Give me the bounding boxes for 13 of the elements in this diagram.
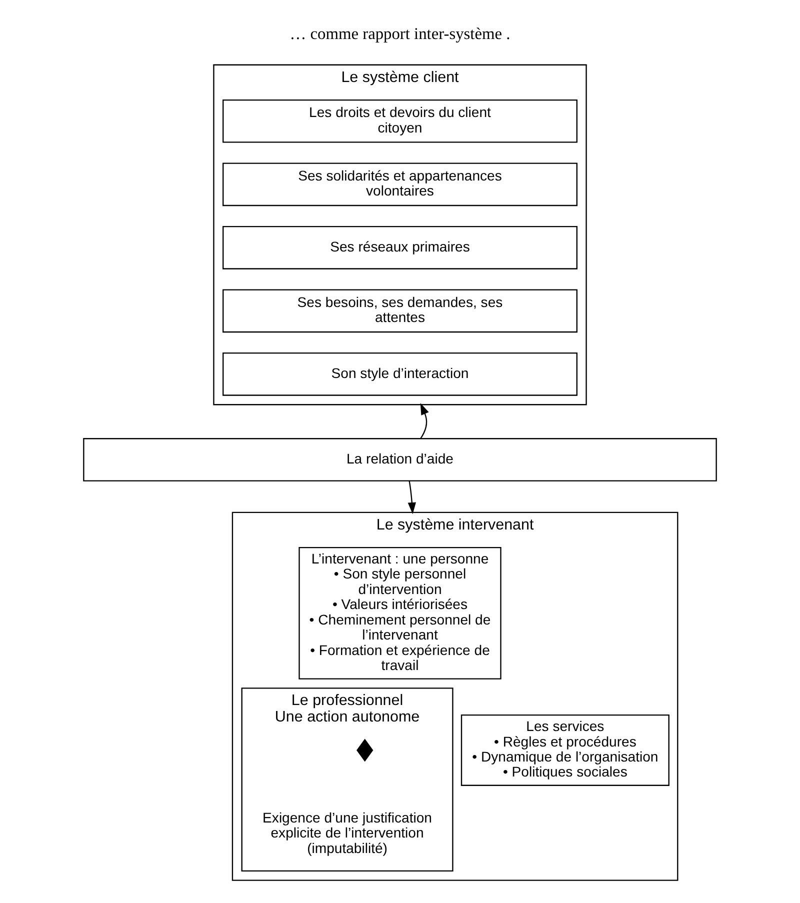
arrow <box>420 403 429 439</box>
node-box: L’intervenant : une personne • Son style personnel d’intervention • Valeurs intériorisées • Cheminement personnel de l’intervenant • Formation et expérience de travail <box>298 546 502 680</box>
label: … comme rapport inter-système . <box>290 24 510 43</box>
node-box: Ses réseaux primaires <box>222 226 578 270</box>
node-box: Les services • Règles et procédures • Dynamique de l’organisation • Politiques sociales <box>460 714 670 786</box>
node-box: Ses besoins, ses demandes, ses attentes <box>222 289 578 333</box>
node-box: Ses solidarités et appartenances volontaires <box>222 162 578 206</box>
node-box: La relation d’aide <box>83 438 717 482</box>
arrow <box>408 480 416 514</box>
node-box: Les droits et devoirs du client citoyen <box>222 99 578 143</box>
node-box: Son style d’interaction <box>222 352 578 396</box>
node-diamond <box>356 738 374 762</box>
node-text: Exigence d’une justification explicite de l’intervention (imputabilité) <box>262 809 432 856</box>
